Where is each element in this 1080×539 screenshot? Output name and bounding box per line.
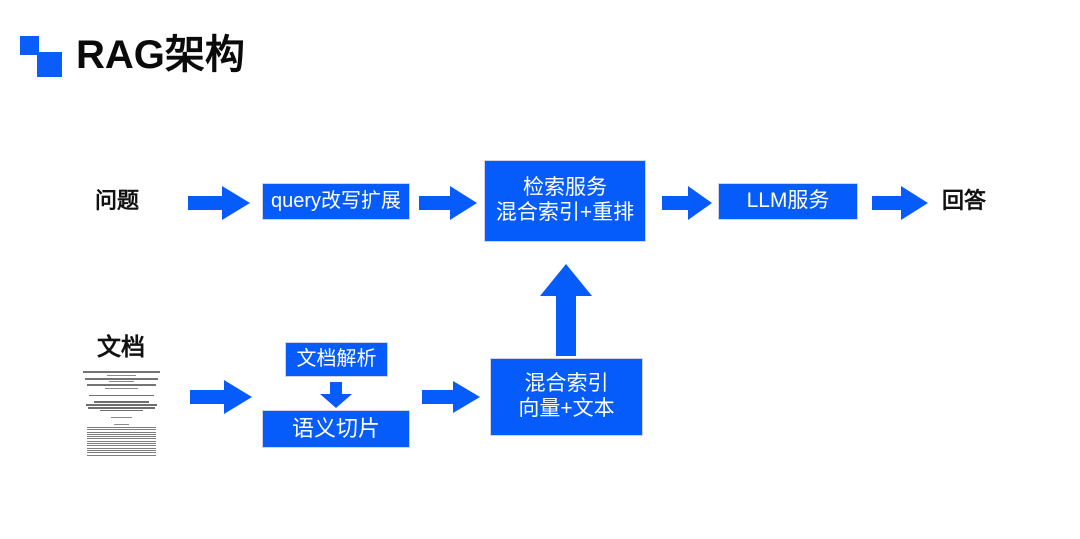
arrow-index-to-retrieval-icon bbox=[540, 264, 592, 356]
node-hybrid-index[interactable]: 混合索引 向量+文本 bbox=[490, 358, 643, 436]
logo-square-large bbox=[37, 52, 62, 77]
arrow-rewrite-to-retrieval-icon bbox=[419, 186, 477, 220]
arrow-question-to-rewrite-icon bbox=[188, 186, 250, 220]
document-thumbnail-page bbox=[75, 367, 168, 456]
node-doc-parse[interactable]: 文档解析 bbox=[285, 342, 388, 377]
arrow-llm-to-answer-icon bbox=[872, 186, 928, 220]
document-label: 文档 bbox=[97, 334, 145, 361]
node-semantic-chunk-line-1: 语义切片 bbox=[291, 416, 380, 442]
document-thumbnail bbox=[75, 367, 168, 456]
arrow-retrieval-to-llm-icon bbox=[662, 186, 712, 220]
node-retrieval-service[interactable]: 检索服务 混合索引+重排 bbox=[484, 160, 646, 242]
node-query-rewrite-line-1: query改写扩展 bbox=[270, 189, 402, 212]
node-llm-service-line-1: LLM服务 bbox=[746, 189, 830, 213]
answer-label: 回答 bbox=[942, 188, 987, 213]
question-label: 问题 bbox=[95, 188, 140, 213]
arrow-parse-to-chunk-icon bbox=[320, 382, 352, 408]
node-hybrid-index-line-1: 混合索引 bbox=[524, 372, 609, 396]
slide-header: RAG架构 bbox=[18, 32, 245, 78]
page-title: RAG架构 bbox=[76, 33, 245, 77]
node-retrieval-service-line-2: 混合索引+重排 bbox=[495, 201, 635, 224]
node-retrieval-service-line-1: 检索服务 bbox=[523, 176, 607, 200]
arrow-doc-to-parse-icon bbox=[190, 380, 252, 414]
two-squares-logo-icon bbox=[18, 32, 64, 78]
node-query-rewrite[interactable]: query改写扩展 bbox=[262, 183, 410, 220]
node-hybrid-index-line-2: 向量+文本 bbox=[518, 397, 615, 420]
node-semantic-chunk[interactable]: 语义切片 bbox=[262, 410, 410, 448]
node-doc-parse-line-1: 文档解析 bbox=[296, 347, 377, 370]
node-llm-service[interactable]: LLM服务 bbox=[718, 183, 858, 220]
logo-square-small bbox=[20, 36, 39, 55]
arrow-chunk-to-index-icon bbox=[422, 381, 480, 413]
